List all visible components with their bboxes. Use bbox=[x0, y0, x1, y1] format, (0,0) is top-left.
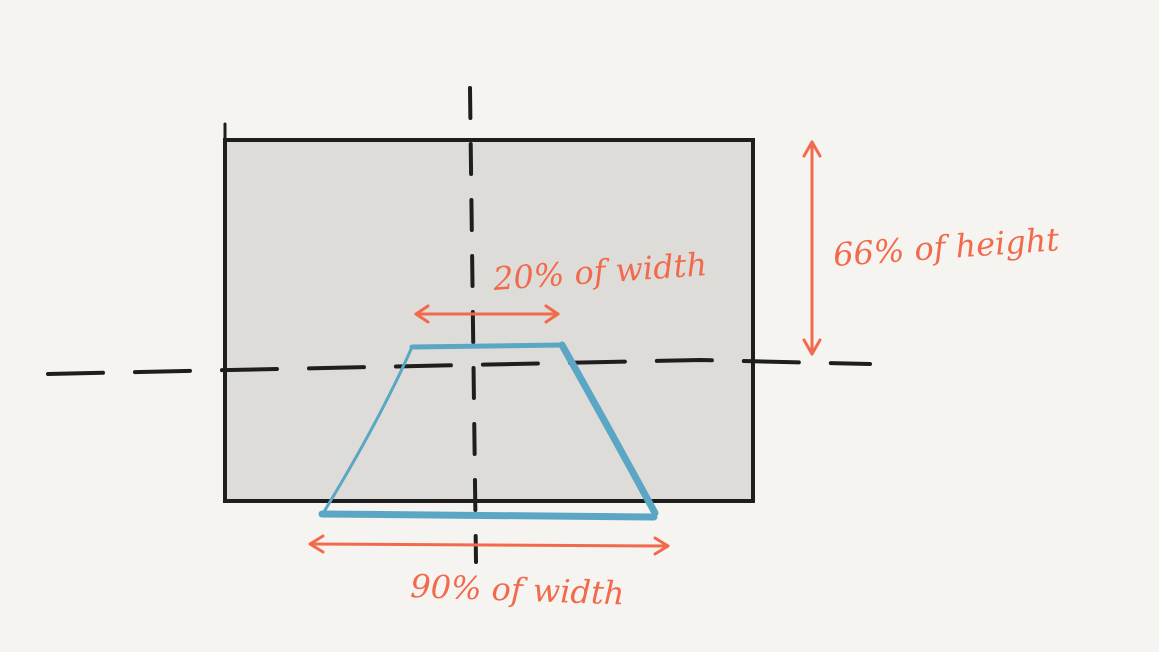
top-width-arrow bbox=[414, 304, 560, 324]
vertical-center-axis bbox=[468, 86, 478, 564]
trapezoid-right-edge bbox=[558, 341, 659, 517]
horizontal-axis bbox=[46, 357, 872, 376]
bottom-width-arrow bbox=[308, 534, 670, 556]
trapezoid-top-edge bbox=[409, 342, 565, 350]
bottom-width-label: 90% of width bbox=[410, 567, 625, 612]
height-label: 66% of height bbox=[832, 220, 1061, 274]
trapezoid-left-edge bbox=[320, 345, 414, 517]
height-arrow bbox=[802, 140, 822, 356]
frame-rectangle bbox=[223, 138, 755, 503]
trapezoid-bottom-edge bbox=[318, 510, 658, 521]
